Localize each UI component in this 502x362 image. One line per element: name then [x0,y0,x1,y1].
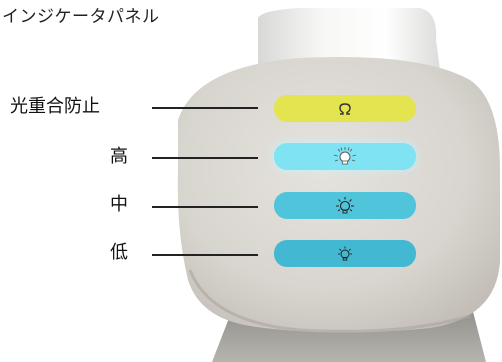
bulb-medium-icon [336,196,354,213]
indicator-polymerization-guard [274,95,416,122]
label-low: 低 [110,242,128,263]
bulb-high-icon [333,146,357,164]
leader-line-high [152,157,258,159]
device-neck [258,8,440,70]
diagram-title: インジケータパネル [2,7,160,27]
indicator-medium [274,192,416,219]
indicator-high [274,143,416,170]
leader-line-polymerization-guard [152,107,258,109]
label-polymerization-guard: 光重合防止 [10,96,100,117]
bulb-low-icon [338,246,352,261]
indicator-low [274,240,416,267]
label-medium: 中 [110,194,128,215]
leader-line-medium [152,206,258,208]
leader-line-low [152,254,258,256]
omega-icon [339,102,351,115]
label-high: 高 [110,146,128,167]
